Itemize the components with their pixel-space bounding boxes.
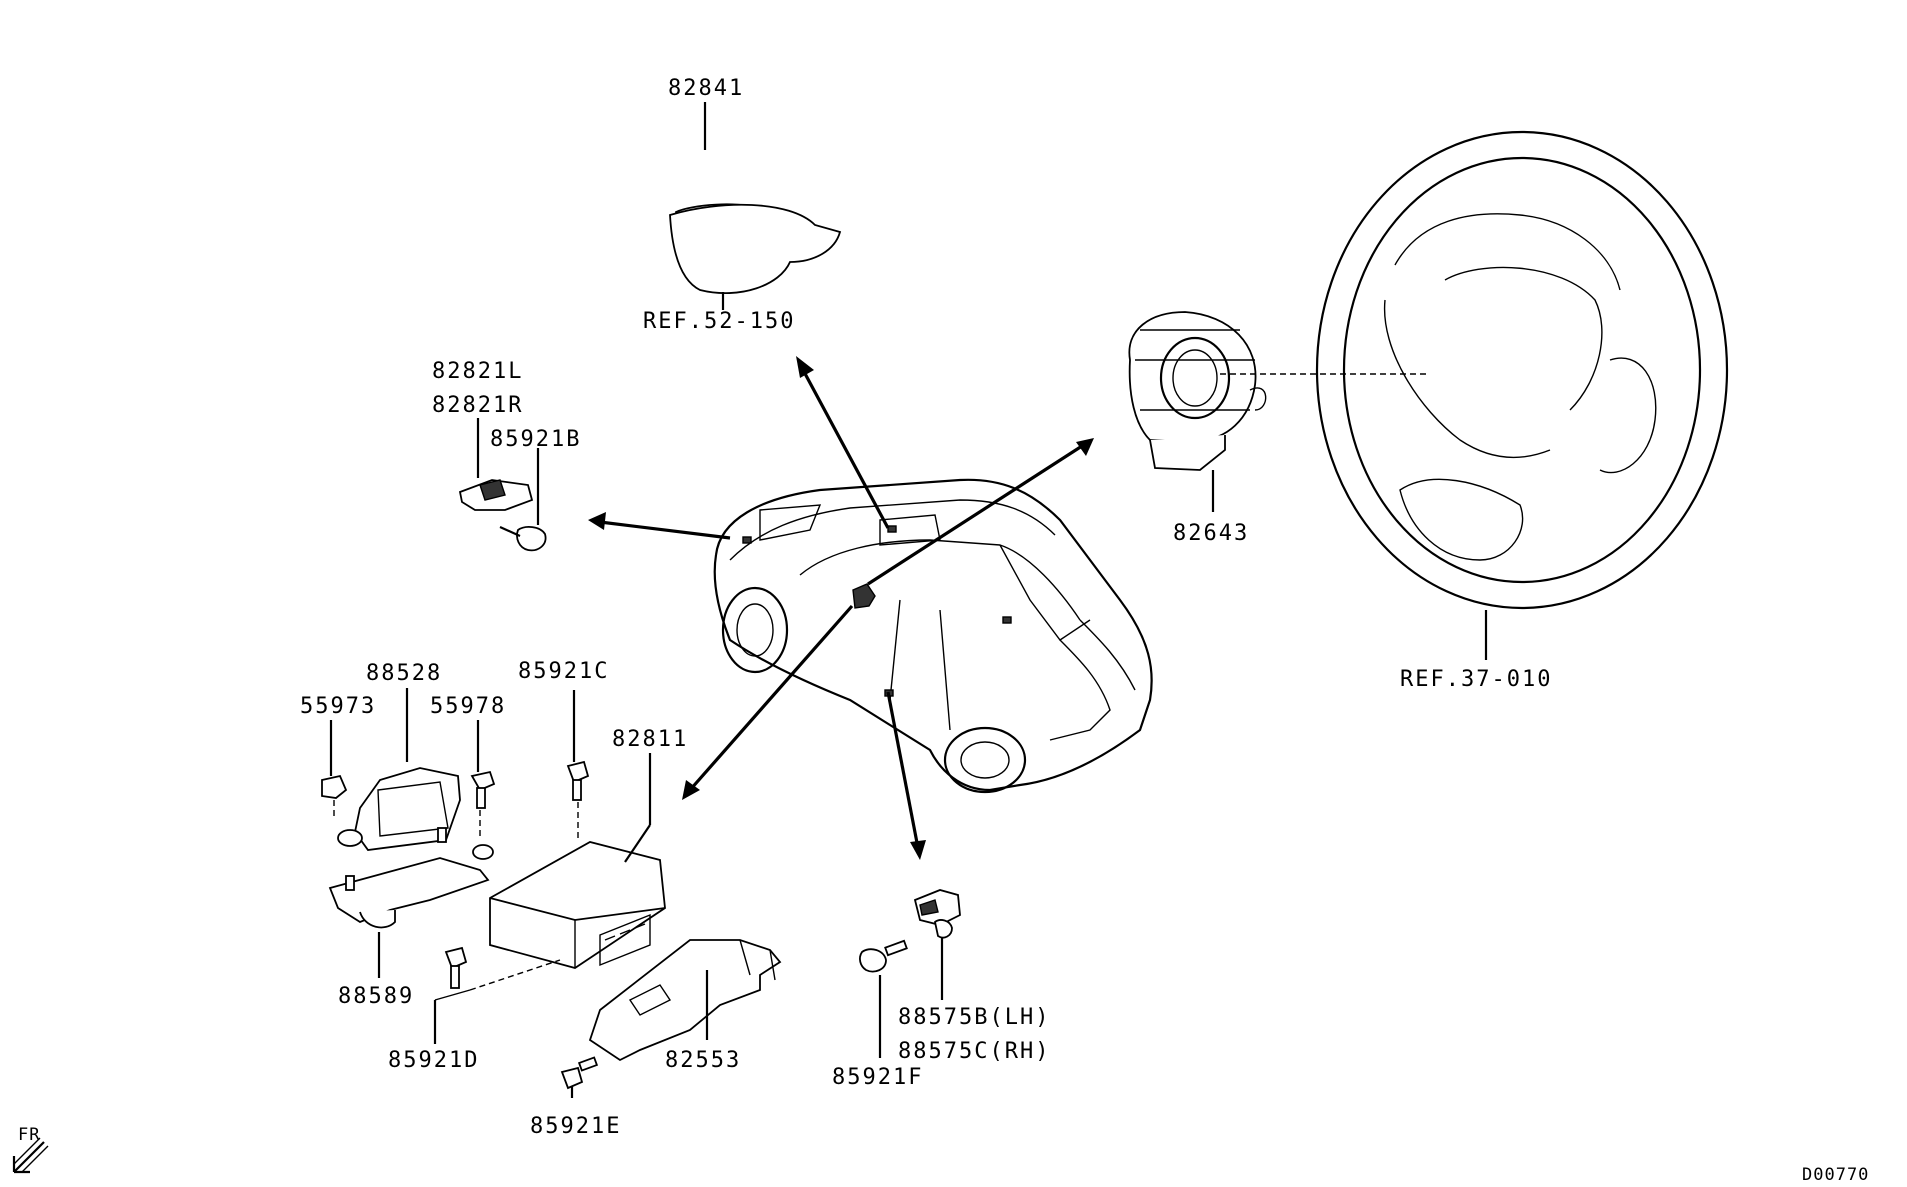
label-fr: FR xyxy=(18,1125,40,1145)
label-82811: 82811 xyxy=(612,727,688,752)
bolt-85921E xyxy=(560,1056,599,1098)
label-55978: 55978 xyxy=(430,694,506,719)
label-88589: 88589 xyxy=(338,984,414,1009)
label-85921F: 85921F xyxy=(832,1065,923,1090)
clock-spring-82643 xyxy=(1128,311,1430,512)
bolt-85921C xyxy=(566,690,590,840)
bolt-85921F xyxy=(859,939,908,1058)
label-85921D: 85921D xyxy=(388,1048,479,1073)
label-82553: 82553 xyxy=(665,1048,741,1073)
bolt-55978 xyxy=(470,720,496,809)
bracket-82553 xyxy=(588,939,782,1062)
label-ref-52-150: REF.52-150 xyxy=(643,309,795,334)
label-55973: 55973 xyxy=(300,694,376,719)
srs-control-unit-82811 xyxy=(489,753,666,969)
label-88528: 88528 xyxy=(366,661,442,686)
label-85921C: 85921C xyxy=(518,659,609,684)
label-85921E: 85921E xyxy=(530,1114,621,1139)
label-88575B-LH: 88575B(LH) xyxy=(898,1005,1050,1030)
label-ref-37-010: REF.37-010 xyxy=(1400,667,1552,692)
side-airbag-sensor-88575 xyxy=(913,889,961,1000)
nut-55973 xyxy=(321,720,348,799)
diagram-code: D00770 xyxy=(1802,1165,1869,1185)
vehicle-outline xyxy=(713,478,1153,794)
label-82841: 82841 xyxy=(668,76,744,101)
label-82821R: 82821R xyxy=(432,393,523,418)
callout-arrows xyxy=(588,356,1094,860)
label-82643: 82643 xyxy=(1173,521,1249,546)
airbag-module-82841 xyxy=(669,102,842,310)
sensor-bracket-assembly xyxy=(328,688,494,978)
steering-wheel xyxy=(1315,130,1729,660)
label-82821L: 82821L xyxy=(432,359,523,384)
label-88575C-RH: 88575C(RH) xyxy=(898,1039,1050,1064)
bolt-85921D xyxy=(433,946,561,1044)
side-impact-sensor-82821 xyxy=(458,418,547,552)
front-direction-arrow-icon xyxy=(12,1137,49,1174)
label-85921B: 85921B xyxy=(490,427,581,452)
